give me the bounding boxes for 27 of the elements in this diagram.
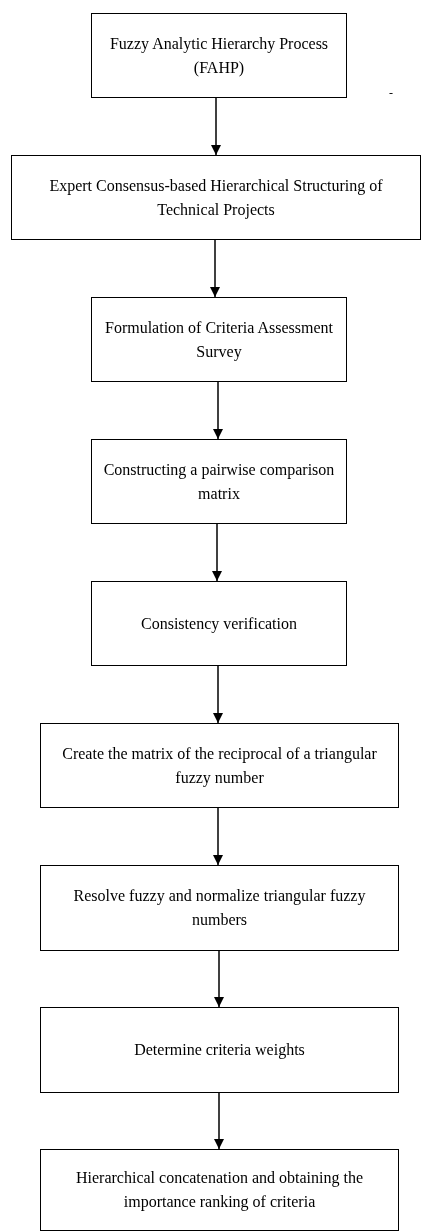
process-box <box>91 297 347 382</box>
step-text: Determine criteria weights <box>134 1040 305 1061</box>
stray-mark: - <box>389 86 393 101</box>
process-box <box>91 13 347 98</box>
process-box <box>40 865 399 951</box>
arrow <box>211 97 221 156</box>
process-box <box>91 581 347 666</box>
process-box <box>40 1149 399 1231</box>
arrow <box>210 239 220 298</box>
step-text: Formulation of Criteria Assessment Survey <box>104 317 334 363</box>
step-text: Create the matrix of the reciprocal of a triangular fuzzy number <box>61 743 378 789</box>
step-text: Fuzzy Analytic Hierarchy Process (FAHP) <box>108 33 330 79</box>
step-text: Resolve fuzzy and normalize triangular fuzzy numbers <box>72 886 367 930</box>
arrow <box>214 950 224 1008</box>
arrow <box>213 381 223 440</box>
arrow <box>212 523 222 582</box>
process-box <box>11 155 421 240</box>
arrow <box>214 1092 224 1150</box>
step-text: Consistency verification <box>141 613 297 635</box>
arrow <box>213 665 223 724</box>
process-box <box>40 723 399 808</box>
step-text: Hierarchical concatenation and obtaining the importance ranking of criteria <box>75 1168 364 1213</box>
step-text: Expert Consensus-based Hierarchical Structuring of Technical Projects <box>48 175 384 221</box>
arrow <box>213 807 223 866</box>
step-text: Constructing a pairwise comparison matrix <box>102 459 336 504</box>
process-box <box>40 1007 399 1093</box>
process-box <box>91 439 347 524</box>
